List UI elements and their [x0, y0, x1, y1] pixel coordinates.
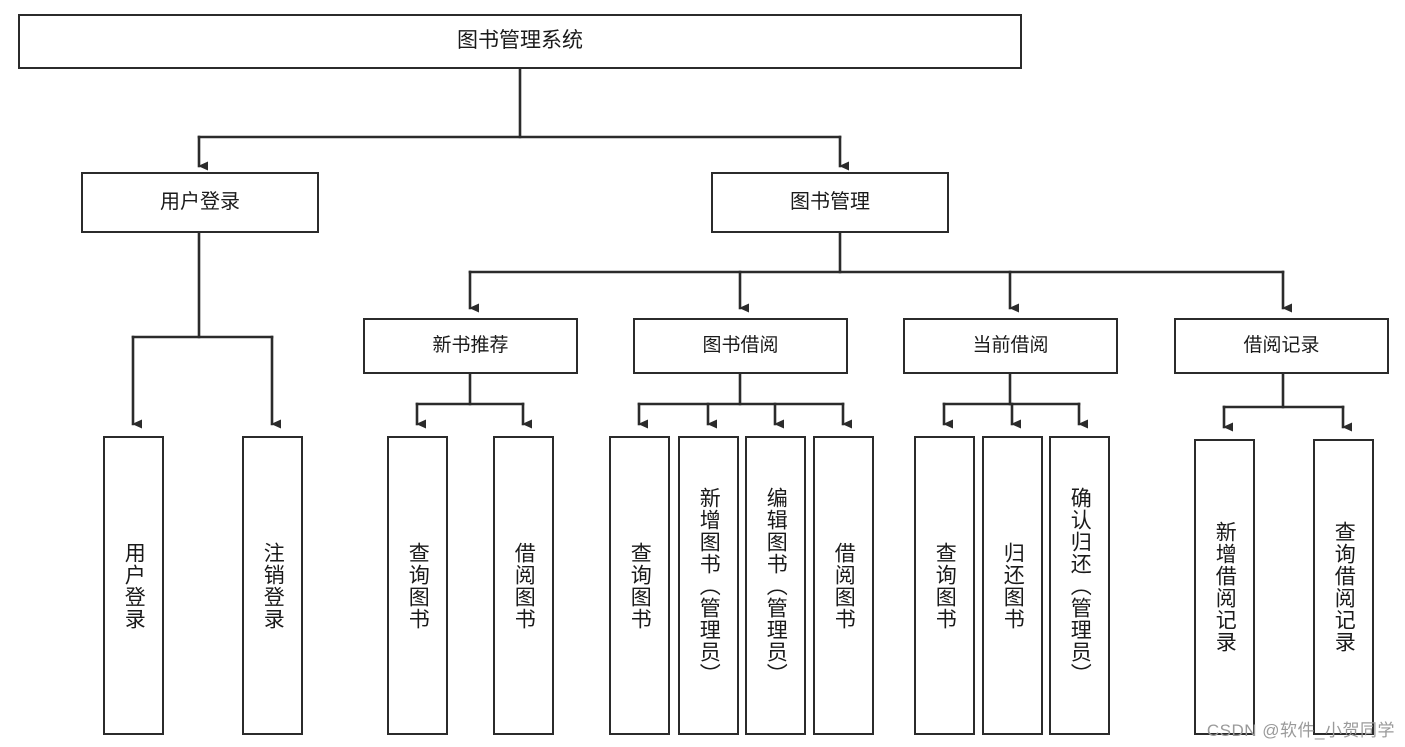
node-borrow-record-label: 借阅记录: [1243, 334, 1320, 356]
node-leaf-borrow-book-1-label: 借阅图书: [512, 541, 536, 630]
node-leaf-confirm-return[interactable]: 确认归还（管理员）: [1049, 436, 1110, 735]
node-leaf-confirm-return-label: 确认归还（管理员）: [1068, 486, 1092, 685]
node-leaf-query-book-1[interactable]: 查询图书: [387, 436, 448, 735]
node-book-manage[interactable]: 图书管理: [711, 172, 949, 233]
watermark-text: CSDN @软件_小贺同学: [1206, 721, 1395, 740]
node-leaf-add-record-label: 新增借阅记录: [1213, 521, 1237, 653]
node-root[interactable]: 图书管理系统: [18, 14, 1022, 69]
node-leaf-query-book-2-label: 查询图书: [628, 541, 652, 630]
node-leaf-borrow-book-2-label: 借阅图书: [832, 541, 856, 630]
node-leaf-edit-book[interactable]: 编辑图书（管理员）: [745, 436, 806, 735]
node-leaf-add-record[interactable]: 新增借阅记录: [1194, 439, 1255, 735]
node-leaf-query-book-3-label: 查询图书: [933, 541, 957, 630]
node-leaf-user-login[interactable]: 用户登录: [103, 436, 164, 735]
node-current-borrow-label: 当前借阅: [972, 334, 1049, 356]
node-leaf-logout[interactable]: 注销登录: [242, 436, 303, 735]
node-new-book-recommend[interactable]: 新书推荐: [363, 318, 578, 374]
node-leaf-query-record-label: 查询借阅记录: [1332, 521, 1356, 653]
node-leaf-query-record[interactable]: 查询借阅记录: [1313, 439, 1374, 735]
node-leaf-query-book-3[interactable]: 查询图书: [914, 436, 975, 735]
node-book-borrow[interactable]: 图书借阅: [633, 318, 848, 374]
node-leaf-edit-book-label: 编辑图书（管理员）: [764, 486, 788, 685]
node-new-book-recommend-label: 新书推荐: [432, 334, 509, 356]
node-root-label: 图书管理系统: [457, 29, 583, 53]
node-leaf-borrow-book-1[interactable]: 借阅图书: [493, 436, 554, 735]
node-leaf-user-login-label: 用户登录: [122, 541, 146, 630]
node-leaf-add-book[interactable]: 新增图书（管理员）: [678, 436, 739, 735]
node-book-manage-label: 图书管理: [790, 190, 870, 213]
node-borrow-record[interactable]: 借阅记录: [1174, 318, 1389, 374]
node-leaf-borrow-book-2[interactable]: 借阅图书: [813, 436, 874, 735]
node-leaf-query-book-1-label: 查询图书: [406, 541, 430, 630]
node-leaf-logout-label: 注销登录: [261, 541, 285, 630]
node-current-borrow[interactable]: 当前借阅: [903, 318, 1118, 374]
node-leaf-return-book-label: 归还图书: [1001, 541, 1025, 630]
node-book-borrow-label: 图书借阅: [702, 334, 779, 356]
node-user-login[interactable]: 用户登录: [81, 172, 319, 233]
node-user-login-label: 用户登录: [160, 190, 240, 213]
node-leaf-query-book-2[interactable]: 查询图书: [609, 436, 670, 735]
node-leaf-return-book[interactable]: 归还图书: [982, 436, 1043, 735]
node-leaf-add-book-label: 新增图书（管理员）: [697, 486, 721, 685]
